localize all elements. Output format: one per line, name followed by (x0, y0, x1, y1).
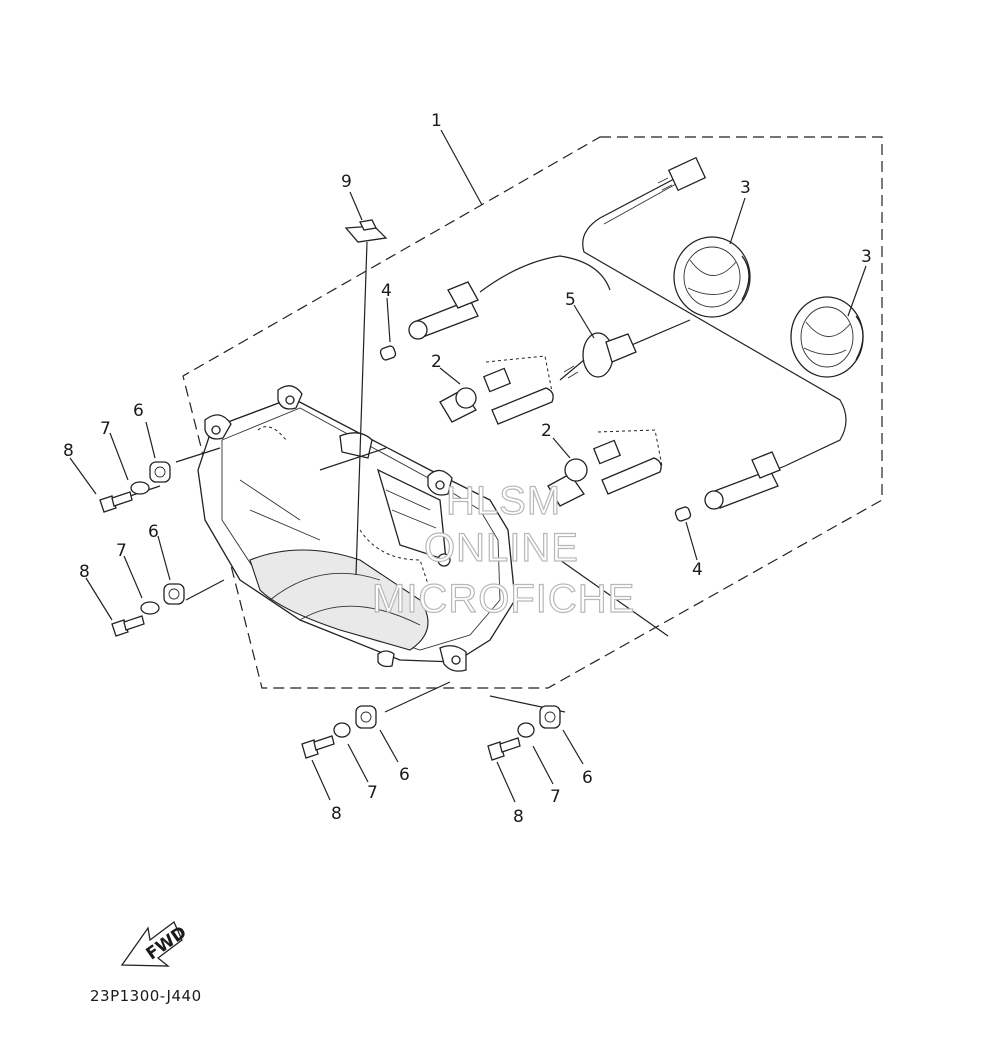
callout-9: 9 (341, 172, 352, 192)
callout-3-left: 3 (740, 178, 751, 198)
headlight-bulb-upper (439, 355, 554, 425)
lens-cover-right (790, 296, 864, 378)
callout-8-c: 8 (331, 804, 342, 824)
bulb-socket-upper (408, 281, 479, 340)
callout-3-right: 3 (861, 247, 872, 267)
callout-7-b: 7 (116, 541, 127, 561)
grommet-group-bottom-left (301, 705, 377, 759)
grommet-group-left-lower (111, 583, 185, 637)
callout-7-a: 7 (100, 419, 111, 439)
bulb-socket-lower (704, 451, 781, 510)
callout-6-d: 6 (582, 768, 593, 788)
grommet-group-left-upper (99, 461, 171, 513)
callout-8-a: 8 (63, 441, 74, 461)
wiring-harness (479, 156, 847, 477)
callout-4-upper: 4 (381, 281, 392, 301)
callout-2-lower: 2 (541, 421, 552, 441)
callout-7-c: 7 (367, 783, 378, 803)
headlight-housing (197, 385, 516, 672)
assembly-boundary (182, 136, 883, 689)
callout-6-a: 6 (133, 401, 144, 421)
watermark-line-2: ONLINE (424, 526, 579, 570)
grommet-group-bottom-right (487, 705, 561, 761)
headlight-bulb-lower (547, 429, 663, 507)
callout-7-d: 7 (550, 787, 561, 807)
callout-1: 1 (431, 111, 442, 131)
position-bulb-lower (674, 506, 692, 522)
lens-cover-left (673, 236, 751, 318)
socket-grommet (559, 332, 637, 381)
retainer-clip (344, 219, 388, 243)
forward-direction-arrow: FWD (120, 920, 191, 967)
callout-6-b: 6 (148, 522, 159, 542)
callout-6-c: 6 (399, 765, 410, 785)
diagram-code: 23P1300-J440 (90, 987, 202, 1005)
callout-8-d: 8 (513, 807, 524, 827)
callout-5: 5 (565, 290, 576, 310)
callout-4-lower: 4 (692, 560, 703, 580)
callout-8-b: 8 (79, 562, 90, 582)
callout-2-upper: 2 (431, 352, 442, 372)
leader-lines (69, 129, 867, 803)
watermark-line-1: HLSM (446, 479, 561, 523)
watermark-line-3: MICROFICHE (372, 577, 635, 621)
position-bulb-upper (379, 345, 397, 361)
